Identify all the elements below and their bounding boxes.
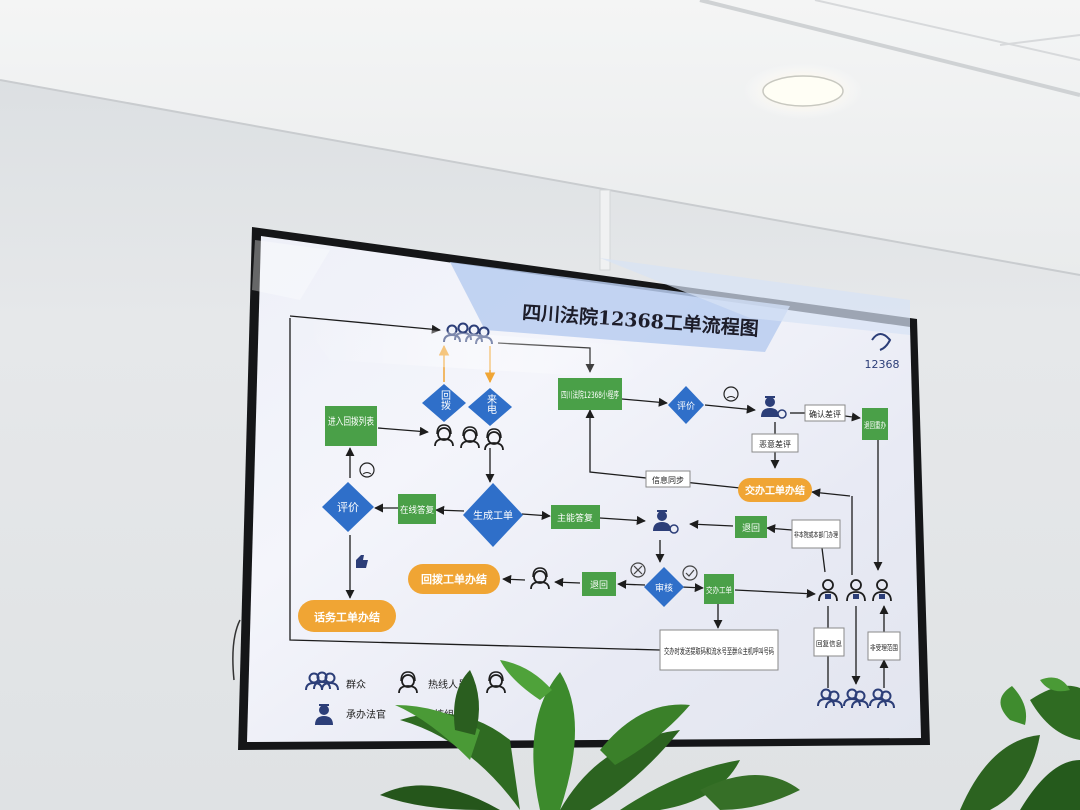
evaluation-top-diamond: 评价	[668, 386, 704, 424]
screen-glare-corner	[252, 240, 330, 300]
connector-list-to-hotline	[377, 426, 429, 436]
ceiling-panel-seam	[999, 34, 1080, 46]
evaluation-left-diamond: 评价	[322, 482, 374, 532]
online-reply-box: 在线答复	[398, 494, 436, 524]
info-sync-label: 信息同步	[652, 475, 684, 485]
send-back-low-label: 退回	[590, 580, 608, 591]
connector-outer-top	[289, 315, 441, 334]
confirm-bad-review-box: 确认差评	[804, 404, 846, 422]
connector-back-to-judge	[689, 519, 734, 529]
thumbs-up-icon	[356, 555, 368, 568]
malicious-bad-review-box: 恶意差评	[751, 433, 799, 453]
send-back-low-box: 退回	[582, 572, 616, 596]
send-code-note-label: 交办时发送提取码和流水号至群众主机呼叫号码	[664, 646, 774, 656]
wall-conduit	[599, 189, 611, 271]
legend-hotline-label: 热线人员	[428, 678, 468, 691]
ceiling	[0, 0, 1080, 276]
connector-eval-to-judge	[704, 404, 756, 414]
logo-text: 12368	[865, 358, 900, 371]
send-back-mid-label: 退回	[742, 523, 760, 534]
info-sync-box: 信息同步	[645, 470, 691, 488]
callback-list-label: 进入回拨列表	[328, 415, 374, 428]
callback-done-pill: 回拨工单办结	[408, 564, 500, 594]
connector-back-to-clerk	[554, 577, 581, 587]
main-reply-label: 主能答复	[557, 512, 593, 524]
incoming-call-label: 来电	[485, 394, 497, 414]
connector-ticket-to-main	[521, 510, 551, 520]
connector-confirm-to-redo	[844, 412, 861, 422]
send-code-note-box: 交办时发送提取码和流水号至群众主机呼叫号码	[659, 629, 779, 671]
non-court-dept-box: 非本院或本部门办理	[791, 519, 841, 549]
main-reply-box: 主能答复	[551, 505, 600, 529]
connector-done-left	[811, 488, 851, 498]
callback-list-box: 进入回拨列表	[325, 406, 377, 446]
not-accepted-scope-box: 非受理范围	[867, 631, 901, 661]
not-accepted-scope-label: 非受理范围	[870, 643, 898, 652]
send-back-mid-box: 退回	[735, 516, 767, 538]
review-diamond: 审核	[644, 567, 684, 607]
connector-ticket-to-online	[435, 505, 465, 515]
judge-search-icon-top	[760, 396, 787, 419]
approve-icon	[682, 565, 698, 581]
connector-mini-to-eval	[621, 397, 668, 407]
create-ticket-diamond: 生成工单	[463, 483, 523, 547]
assign-ticket-label: 交办工单	[706, 585, 732, 595]
title-band-accent	[600, 258, 910, 335]
return-call-diamond: 回拨	[422, 384, 466, 422]
ceiling-edge	[0, 79, 1080, 276]
screen-glare	[300, 320, 650, 380]
legend-public-label: 群众	[346, 678, 366, 691]
title-band	[450, 262, 790, 352]
ceiling-lamp	[762, 75, 844, 107]
assignment-done-label: 交办工单办结	[745, 484, 805, 497]
legend-judge-label: 承办法官	[346, 708, 386, 721]
return-call-label: 回拨	[439, 390, 451, 411]
online-reply-label: 在线答复	[400, 504, 434, 516]
callback-done-label: 回拨工单办结	[421, 572, 487, 586]
mini-program-box: 四川法院12368小程序	[558, 378, 622, 410]
tv-cable	[232, 619, 241, 681]
return-redo-label: 退回重办	[864, 420, 886, 430]
connector-main-to-judge	[599, 515, 646, 525]
sad-face-icon	[723, 386, 739, 402]
malicious-bad-review-label: 恶意差评	[759, 439, 791, 449]
reply-info-box: 回复信息	[813, 627, 845, 657]
return-redo-box: 退回重办	[862, 408, 888, 440]
connector-review-to-back	[617, 579, 646, 589]
connector-clerk-to-done	[502, 574, 526, 584]
review-label: 审核	[655, 582, 673, 594]
mini-program-label: 四川法院12368小程序	[561, 389, 619, 401]
incoming-call-diamond: 来电	[468, 388, 512, 426]
ceiling-panel-seam	[814, 0, 1080, 61]
connector-assign-to-judges	[734, 589, 816, 599]
hotline-logo: 12368	[865, 333, 900, 371]
evaluation-top-label: 评价	[677, 401, 695, 412]
judge-search-icon-mid	[652, 510, 679, 534]
connector-review-to-assign	[681, 583, 704, 593]
legend-audit-label: 审核组	[424, 708, 454, 721]
connector-nonct-down	[821, 547, 826, 573]
confirm-bad-review-label: 确认差评	[809, 409, 841, 419]
create-ticket-label: 生成工单	[473, 509, 513, 522]
assign-ticket-box: 交办工单	[704, 574, 734, 604]
reject-icon	[630, 562, 646, 578]
call-done-pill: 话务工单办结	[298, 600, 396, 632]
sad-face-icon	[359, 462, 375, 478]
connector-nonct-to-back	[766, 524, 793, 534]
call-done-label: 话务工单办结	[314, 610, 380, 624]
evaluation-left-label: 评价	[337, 501, 359, 514]
reply-info-label: 回复信息	[816, 639, 842, 648]
non-court-dept-label: 非本院或本部门办理	[794, 530, 838, 539]
assignment-done-pill: 交办工单办结	[738, 478, 812, 502]
connector-outer-left	[289, 318, 661, 651]
ceiling-panel-seam	[699, 0, 1080, 97]
